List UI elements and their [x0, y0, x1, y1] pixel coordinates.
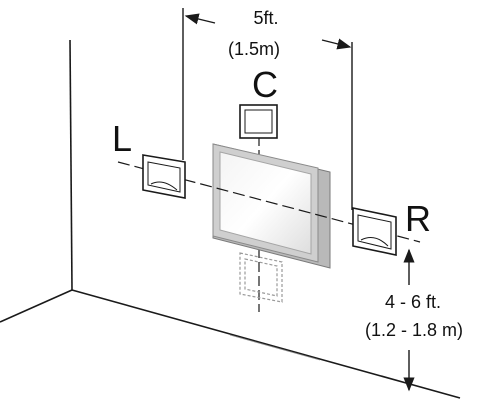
center-speaker — [240, 105, 277, 138]
width-arrow-left — [186, 16, 215, 23]
width-arrow-right — [322, 40, 350, 47]
tv-screen — [213, 144, 330, 268]
floor-left-edge — [0, 290, 72, 322]
width-ft-label: 5ft. — [253, 8, 278, 28]
height-m-label: (1.2 - 1.8 m) — [365, 320, 463, 340]
right-speaker-label: R — [405, 198, 431, 239]
left-speaker — [143, 155, 185, 198]
width-m-label: (1.5m) — [228, 39, 280, 59]
floor-right-edge-inner — [230, 335, 320, 360]
optional-speaker-dashed — [240, 253, 282, 302]
left-speaker-label: L — [112, 118, 132, 159]
right-speaker — [353, 208, 396, 255]
wall-corner-line — [70, 40, 72, 290]
center-speaker-label: C — [252, 64, 278, 105]
height-ft-label: 4 - 6 ft. — [385, 292, 441, 312]
